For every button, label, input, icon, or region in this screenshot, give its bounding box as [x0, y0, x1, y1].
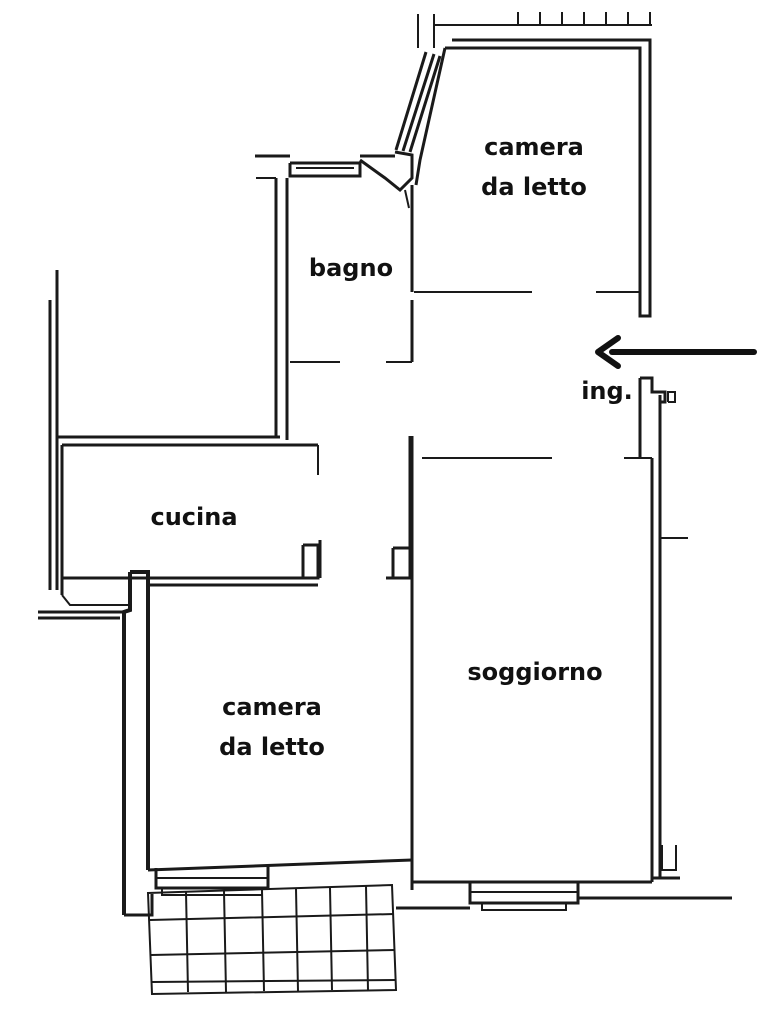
bedroom-top-walls: [394, 12, 652, 318]
entrance-label: ing.: [581, 377, 633, 405]
bedroom-bottom-walls: [124, 858, 470, 917]
room-label-kitchen: cucina: [150, 503, 237, 531]
room-label-bedroom-bottom-line1: camera: [222, 693, 322, 721]
room-label-living-room: soggiorno: [467, 658, 602, 686]
room-label-bathroom: bagno: [309, 254, 393, 282]
arrow-left-icon: [595, 335, 757, 369]
room-label-bedroom-bottom-line2: da letto: [219, 733, 325, 761]
room-label-bedroom-top-line2: da letto: [481, 173, 587, 201]
room-label-bedroom-top-line1: camera: [484, 133, 584, 161]
hallway-walls: [386, 436, 414, 890]
balcony-grid: [146, 883, 398, 996]
kitchen-walls: [38, 270, 322, 915]
living-room-walls: [412, 376, 732, 911]
bathroom-walls: [255, 150, 414, 440]
